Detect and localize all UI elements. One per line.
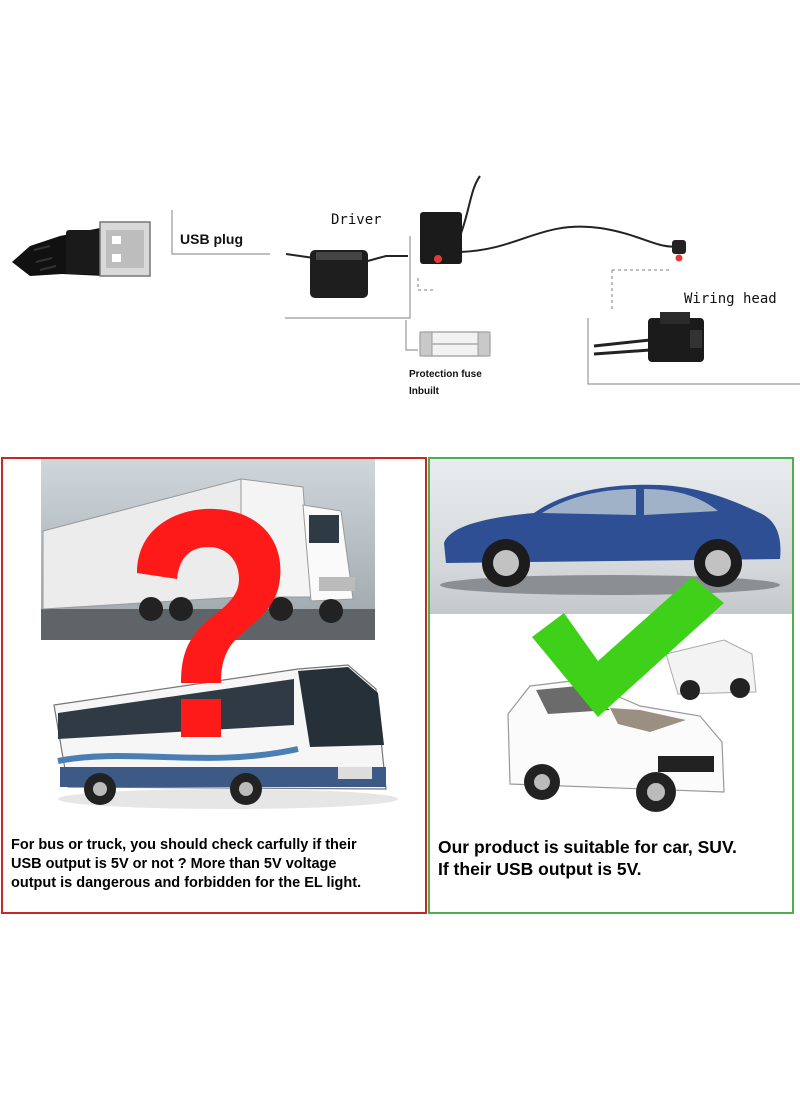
wiring-diagram: USB plug Driver Wiring head Protection f…: [0, 0, 800, 440]
warning-panel: For bus or truck, you should check carfu…: [1, 457, 427, 914]
warning-caption: For bus or truck, you should check carfu…: [11, 837, 362, 891]
question-mark-icon: [121, 503, 291, 743]
inline-controller-icon: [420, 212, 462, 264]
driver-label: Driver: [331, 212, 382, 228]
driver-box-icon: [285, 250, 408, 298]
connector-dot-icon: [672, 240, 686, 262]
suv-icon: [507, 639, 757, 812]
wiring-diagram-art: [12, 175, 800, 385]
sedan-photo: [430, 459, 792, 614]
wiring-head-connector-icon: [593, 312, 704, 362]
fuse-label-line1: Protection fuse: [409, 369, 482, 380]
ok-caption: Our product is suitable for car, SUV. If…: [438, 837, 737, 879]
suv-photo: [490, 624, 790, 829]
fuse-label-line2: Inbuilt: [409, 386, 439, 397]
usb-plug-icon: [12, 221, 151, 277]
wiring-head-label: Wiring head: [684, 291, 777, 307]
usb-plug-label: USB plug: [180, 231, 243, 247]
check-mark-icon: [528, 577, 728, 727]
ok-panel: Our product is suitable for car, SUV. If…: [428, 457, 794, 914]
fuse-icon: [419, 331, 491, 357]
